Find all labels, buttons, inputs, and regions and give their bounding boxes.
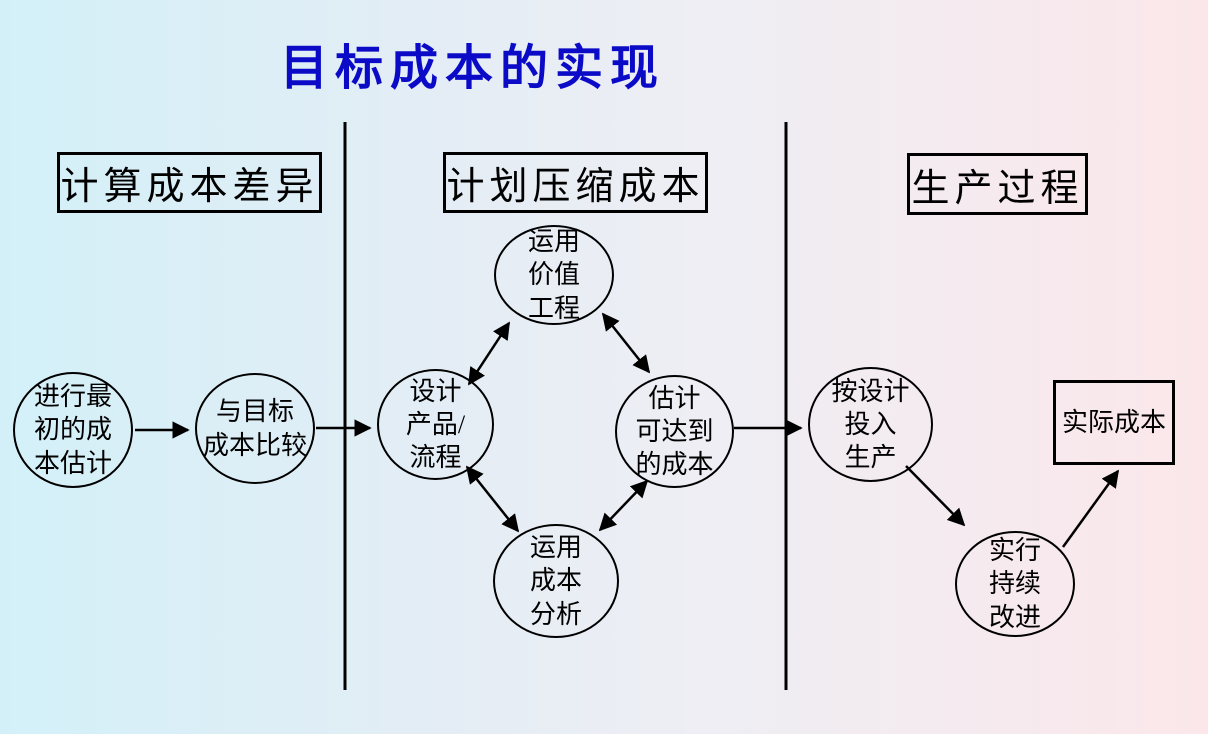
section-header-production-process: 生产过程 [907,153,1088,215]
node-design-product-process: 设计 产品/ 流程 [377,369,494,480]
arrow-design-costanalysis-bidirectional [465,465,520,533]
arrow-value-achievable-bidirectional [601,312,651,374]
page-title: 目标成本的实现 [280,42,666,95]
arrow-improvement-to-actual [1061,469,1120,548]
arrow-costanalysis-achievable-bidirectional [598,479,649,532]
node-continuous-improvement: 实行 持续 改进 [955,531,1075,637]
node-compare-with-target-cost: 与目标 成本比较 [195,373,315,484]
node-estimate-achievable-cost: 估计 可达到 的成本 [615,375,734,488]
arrow-design-value-bidirectional [467,321,511,386]
node-put-into-production: 按设计 投入 生产 [808,367,933,482]
node-actual-cost: 实际成本 [1053,380,1175,465]
section-header-cost-variance: 计算成本差异 [57,152,322,213]
section-header-plan-compress-cost: 计划压缩成本 [443,152,708,213]
node-cost-analysis: 运用 成本 分析 [493,524,619,638]
arrow-production-to-improvement [905,465,966,527]
node-value-engineering: 运用 价值 工程 [494,225,614,325]
node-initial-cost-estimate: 进行最 初的成 本估计 [13,372,133,488]
